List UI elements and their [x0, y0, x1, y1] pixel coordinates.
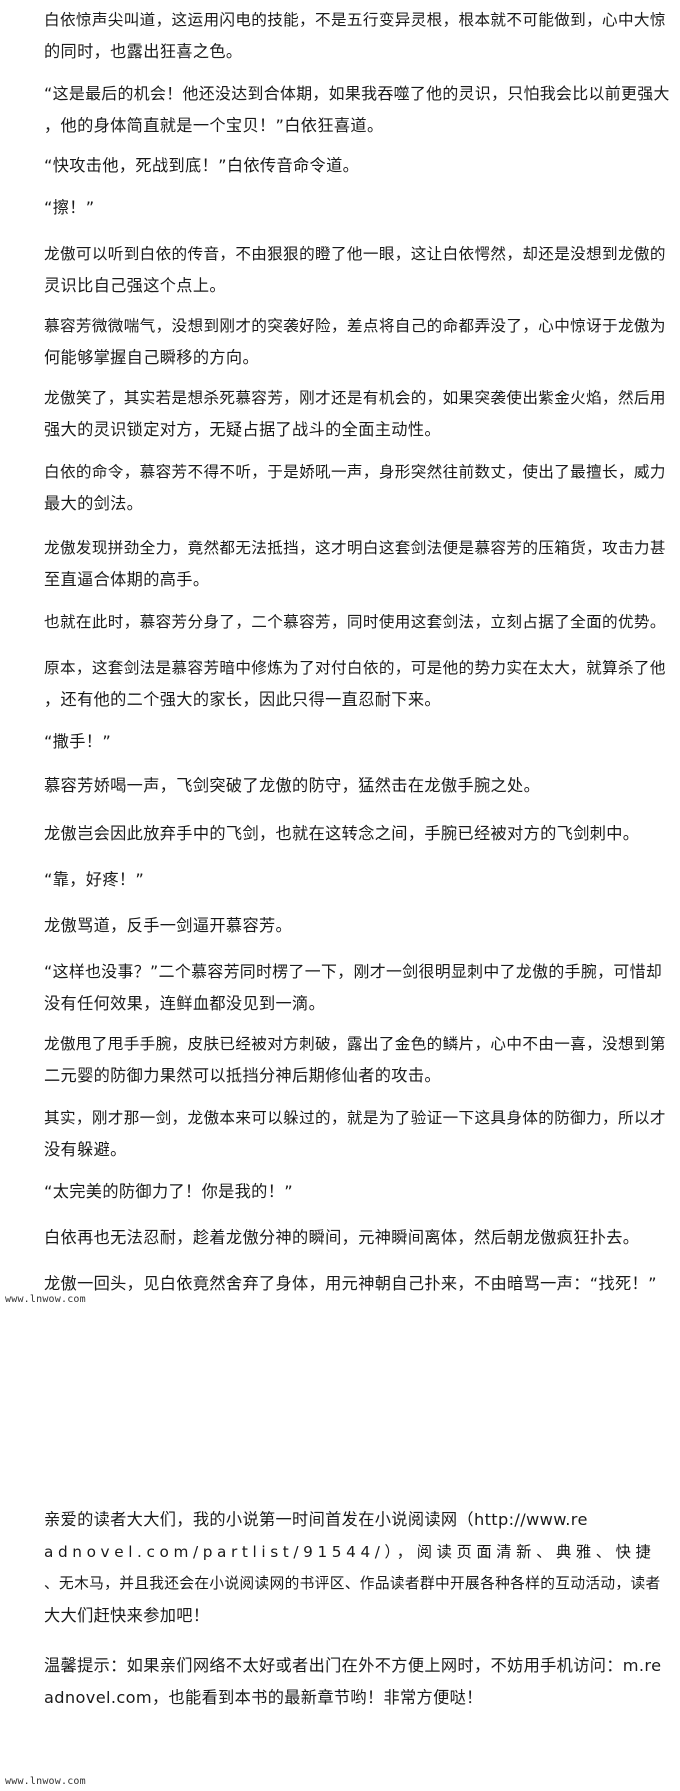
- promo-paragraph: 亲爱的读者大大们，我的小说第一时间首发在小说阅读网（http://www.re …: [44, 1504, 672, 1632]
- text-line: ，他的身体简直就是一个宝贝！”白依狂喜道。: [44, 116, 384, 135]
- text-line: “这是最后的机会！他还没达到合体期，如果我吞噬了他的灵识，只怕我会比以前更强大: [44, 84, 670, 103]
- text-line: 龙傲笑了，其实若是想杀死慕容芳，刚才还是有机会的，如果突袭使出紫金火焰，然后用: [44, 389, 666, 407]
- paragraph-2: “这是最后的机会！他还没达到合体期，如果我吞噬了他的灵识，只怕我会比以前更强大 …: [44, 78, 672, 142]
- paragraph-8: 白依的命令，慕容芳不得不听，于是娇吼一声，身形突然往前数丈，使出了最擅长，威力 …: [44, 456, 672, 520]
- text-line: 强大的灵识锁定对方，无疑占据了战斗的全面主动性。: [44, 420, 441, 439]
- text-line: “擦！”: [44, 198, 95, 217]
- text-line: 的同时，也露出狂喜之色。: [44, 42, 243, 61]
- paragraph-15: “靠，好疼！”: [44, 864, 672, 896]
- paragraph-10: 也就在此时，慕容芳分身了，二个慕容芳，同时使用这套剑法，立刻占据了全面的优势。: [44, 606, 672, 638]
- text-line: 其实，刚才那一剑，龙傲本来可以躲过的，就是为了验证一下这具身体的防御力，所以才: [44, 1109, 666, 1127]
- text-line: 白依再也无法忍耐，趁着龙傲分神的瞬间，元神瞬间离体，然后朝龙傲疯狂扑去。: [44, 1228, 640, 1247]
- paragraph-18: 龙傲甩了甩手手腕，皮肤已经被对方刺破，露出了金色的鳞片，心中不由一喜，没想到第 …: [44, 1028, 672, 1092]
- text-line: 慕容芳微微喘气，没想到刚才的突袭好险，差点将自己的命都弄没了，心中惊讶于龙傲为: [44, 317, 666, 335]
- text-line: 原本，这套剑法是慕容芳暗中修炼为了对付白依的，可是他的势力实在太大，就算杀了他: [44, 659, 666, 677]
- paragraph-11: 原本，这套剑法是慕容芳暗中修炼为了对付白依的，可是他的势力实在太大，就算杀了他 …: [44, 652, 672, 716]
- text-line: adnovel.com，也能看到本书的最新章节哟！非常方便哒！: [44, 1688, 483, 1707]
- paragraph-13: 慕容芳娇喝一声，飞剑突破了龙傲的防守，猛然击在龙傲手腕之处。: [44, 770, 672, 802]
- text-line: ，还有他的二个强大的家长，因此只得一直忍耐下来。: [44, 690, 441, 709]
- text-line: adnovel.com/partlist/91544/），阅读页面清新、典雅、快…: [44, 1543, 656, 1561]
- paragraph-16: 龙傲骂道，反手一剑逼开慕容芳。: [44, 910, 672, 942]
- text-line: 慕容芳娇喝一声，飞剑突破了龙傲的防守，猛然击在龙傲手腕之处。: [44, 776, 541, 795]
- text-line: 龙傲甩了甩手手腕，皮肤已经被对方刺破，露出了金色的鳞片，心中不由一喜，没想到第: [44, 1035, 666, 1053]
- paragraph-6: 慕容芳微微喘气，没想到刚才的突袭好险，差点将自己的命都弄没了，心中惊讶于龙傲为 …: [44, 310, 672, 374]
- text-line: 龙傲可以听到白依的传音，不由狠狠的瞪了他一眼，这让白依愕然，却还是没想到龙傲的: [44, 245, 666, 263]
- text-line: 龙傲一回头，见白依竟然舍弃了身体，用元神朝自己扑来，不由暗骂一声：“找死！”: [44, 1274, 657, 1293]
- text-line: “这样也没事？”二个慕容芳同时楞了一下，刚才一剑很明显刺中了龙傲的手腕，可惜却: [44, 962, 663, 981]
- paragraph-12: “撒手！”: [44, 726, 672, 758]
- text-line: 龙傲骂道，反手一剑逼开慕容芳。: [44, 916, 293, 935]
- text-line: 白依惊声尖叫道，这运用闪电的技能，不是五行变异灵根，根本就不可能做到，心中大惊: [44, 11, 666, 29]
- paragraph-14: 龙傲岂会因此放弃手中的飞剑，也就在这转念之间，手腕已经被对方的飞剑刺中。: [44, 818, 672, 850]
- text-line: “撒手！”: [44, 732, 112, 751]
- paragraph-20: “太完美的防御力了！你是我的！”: [44, 1176, 672, 1208]
- text-line: 大大们赶快来参加吧！: [44, 1606, 210, 1625]
- paragraph-3: “快攻击他，死战到底！”白依传音命令道。: [44, 150, 672, 182]
- text-line: 白依的命令，慕容芳不得不听，于是娇吼一声，身形突然往前数丈，使出了最擅长，威力: [44, 463, 666, 481]
- text-line: 、无木马，并且我还会在小说阅读网的书评区、作品读者群中开展各种各样的互动活动，读…: [44, 1575, 661, 1592]
- text-line: 也就在此时，慕容芳分身了，二个慕容芳，同时使用这套剑法，立刻占据了全面的优势。: [44, 613, 666, 631]
- watermark-bottom: www.lnwow.com: [5, 1776, 86, 1787]
- text-line: 何能够掌握自己瞬移的方向。: [44, 348, 259, 367]
- watermark-top: www.lnwow.com: [5, 1294, 86, 1305]
- text-line: 龙傲岂会因此放弃手中的飞剑，也就在这转念之间，手腕已经被对方的飞剑刺中。: [44, 824, 640, 843]
- text-line: 至直逼合体期的高手。: [44, 570, 210, 589]
- text-line: 最大的剑法。: [44, 494, 144, 513]
- text-line: 没有躲避。: [44, 1140, 127, 1159]
- paragraph-7: 龙傲笑了，其实若是想杀死慕容芳，刚才还是有机会的，如果突袭使出紫金火焰，然后用 …: [44, 382, 672, 446]
- text-line: 温馨提示：如果亲们网络不太好或者出门在外不方便上网时，不妨用手机访问：m.re: [44, 1656, 662, 1675]
- text-line: 二元婴的防御力果然可以抵挡分神后期修仙者的攻击。: [44, 1066, 441, 1085]
- paragraph-21: 白依再也无法忍耐，趁着龙傲分神的瞬间，元神瞬间离体，然后朝龙傲疯狂扑去。: [44, 1222, 672, 1254]
- text-line: “快攻击他，死战到底！”白依传音命令道。: [44, 156, 360, 175]
- paragraph-17: “这样也没事？”二个慕容芳同时楞了一下，刚才一剑很明显刺中了龙傲的手腕，可惜却 …: [44, 956, 672, 1020]
- tip-paragraph: 温馨提示：如果亲们网络不太好或者出门在外不方便上网时，不妨用手机访问：m.re …: [44, 1650, 672, 1714]
- paragraph-22: 龙傲一回头，见白依竟然舍弃了身体，用元神朝自己扑来，不由暗骂一声：“找死！”: [44, 1268, 672, 1300]
- paragraph-19: 其实，刚才那一剑，龙傲本来可以躲过的，就是为了验证一下这具身体的防御力，所以才 …: [44, 1102, 672, 1166]
- text-line: “太完美的防御力了！你是我的！”: [44, 1182, 293, 1201]
- paragraph-5: 龙傲可以听到白依的传音，不由狠狠的瞪了他一眼，这让白依愕然，却还是没想到龙傲的 …: [44, 238, 672, 302]
- text-line: “靠，好疼！”: [44, 870, 145, 889]
- text-line: 龙傲发现拼劲全力，竟然都无法抵挡，这才明白这套剑法便是慕容芳的压箱货，攻击力甚: [44, 539, 666, 557]
- text-line: 灵识比自己强这个点上。: [44, 276, 226, 295]
- paragraph-4: “擦！”: [44, 192, 672, 224]
- text-line: 没有任何效果，连鲜血都没见到一滴。: [44, 994, 326, 1013]
- paragraph-9: 龙傲发现拼劲全力，竟然都无法抵挡，这才明白这套剑法便是慕容芳的压箱货，攻击力甚 …: [44, 532, 672, 596]
- paragraph-1: 白依惊声尖叫道，这运用闪电的技能，不是五行变异灵根，根本就不可能做到，心中大惊 …: [44, 4, 672, 68]
- text-line: 亲爱的读者大大们，我的小说第一时间首发在小说阅读网（http://www.re: [44, 1510, 588, 1529]
